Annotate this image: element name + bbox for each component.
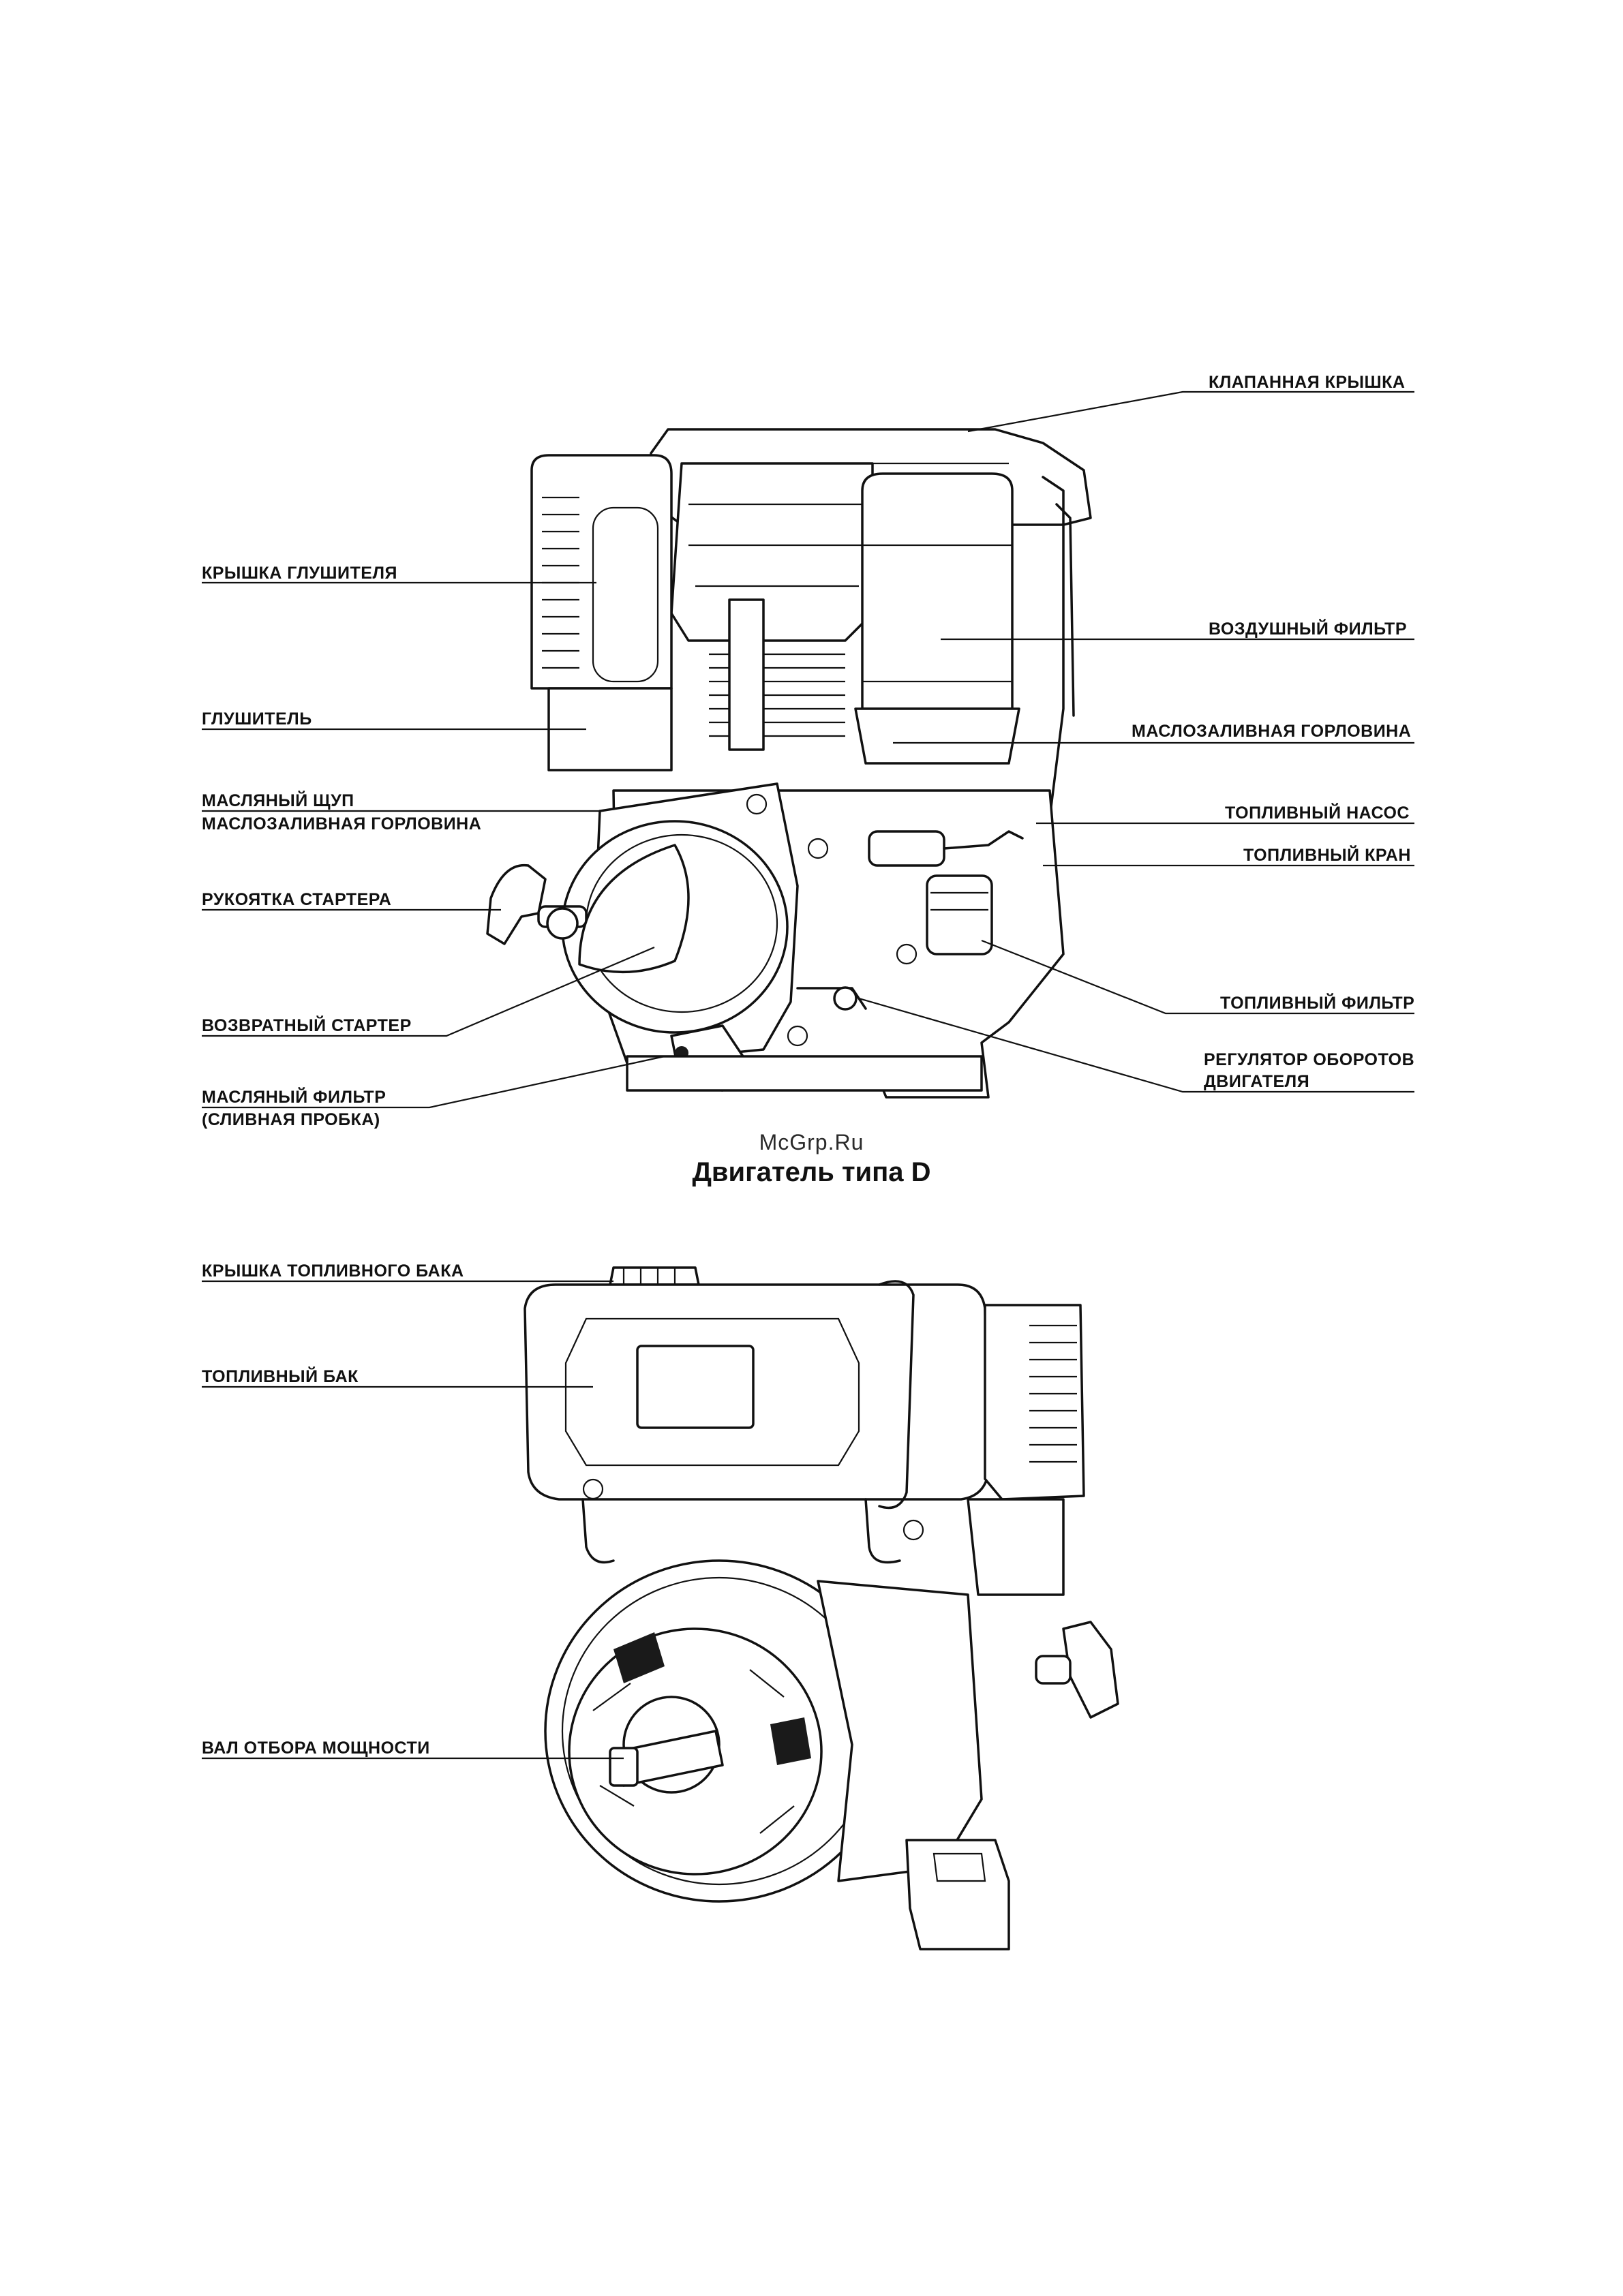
label-fuel-tank-cap: КРЫШКА ТОПЛИВНОГО БАКА	[202, 1261, 464, 1281]
label-muffler-cover: КРЫШКА ГЛУШИТЕЛЯ	[202, 564, 397, 583]
label-muffler: ГЛУШИТЕЛЬ	[202, 709, 312, 729]
label-starter-handle: РУКОЯТКА СТАРТЕРА	[202, 890, 392, 909]
label-dipstick: МАСЛЯНЫЙ ЩУП	[202, 791, 354, 810]
label-fuel-cock: ТОПЛИВНЫЙ КРАН	[1243, 846, 1411, 865]
watermark-text: McGrp.Ru	[759, 1130, 864, 1154]
label-governor-line1: РЕГУЛЯТОР ОБОРОТОВ	[1204, 1050, 1415, 1069]
label-fuel-tank: ТОПЛИВНЫЙ БАК	[202, 1367, 359, 1386]
top-engine-drawing	[486, 428, 1092, 1099]
label-recoil-starter: ВОЗВРАТНЫЙ СТАРТЕР	[202, 1016, 412, 1035]
label-valve-cover: КЛАПАННАЯ КРЫШКА	[1209, 373, 1406, 392]
label-fuel-pump: ТОПЛИВНЫЙ НАСОС	[1225, 803, 1410, 823]
figure-caption: Двигатель типа D	[692, 1157, 931, 1187]
label-oil-filler-neck-right: МАСЛОЗАЛИВНАЯ ГОРЛОВИНА	[1132, 722, 1412, 741]
label-governor-line2: ДВИГАТЕЛЯ	[1204, 1072, 1310, 1091]
label-pto-shaft: ВАЛ ОТБОРА МОЩНОСТИ	[202, 1739, 430, 1758]
label-oil-filler-neck-left: МАСЛОЗАЛИВНАЯ ГОРЛОВИНА	[202, 814, 482, 833]
bottom-engine-drawing	[524, 1266, 1119, 1950]
label-air-filter: ВОЗДУШНЫЙ ФИЛЬТР	[1209, 619, 1408, 639]
label-fuel-filter: ТОПЛИВНЫЙ ФИЛЬТР	[1220, 994, 1415, 1013]
label-oil-filter-line2: (СЛИВНАЯ ПРОБКА)	[202, 1110, 380, 1129]
top-leader-lines	[202, 391, 1414, 1109]
label-oil-filter-line1: МАСЛЯНЫЙ ФИЛЬТР	[202, 1088, 386, 1107]
bottom-leader-lines	[202, 1280, 624, 1760]
